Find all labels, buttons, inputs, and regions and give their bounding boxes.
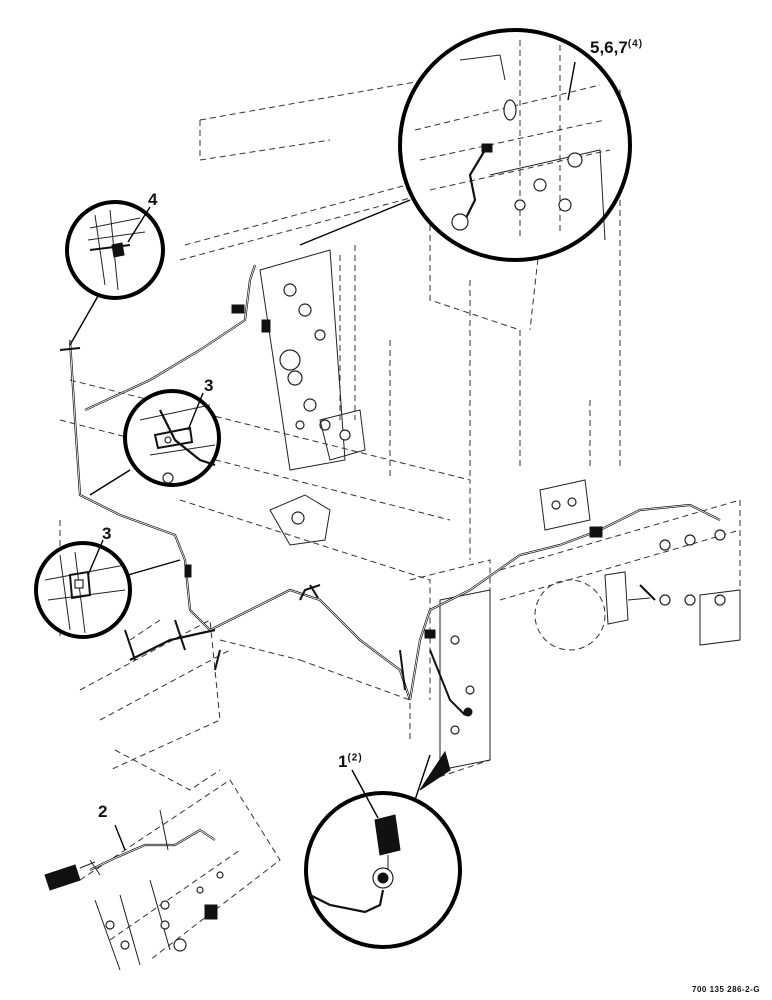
callout-3-upper-label: 3 <box>204 376 214 395</box>
bottom-left-assembly <box>44 779 281 971</box>
callout-3-middle-label: 3 <box>102 524 112 543</box>
callout-4: 4 <box>148 190 157 210</box>
detail-circle-1 <box>304 750 462 949</box>
detail-circle-567 <box>299 28 632 262</box>
left-plates <box>79 619 231 791</box>
detail-circle-4 <box>59 200 165 351</box>
drawing-id: 700 135 286-2-G <box>692 985 760 994</box>
wiring-harness <box>68 264 721 717</box>
bolts <box>124 584 656 661</box>
callout-1-label: 1 <box>338 752 348 771</box>
callout-5-6-7: 5,6,7(4) <box>590 38 643 58</box>
callout-2-label: 2 <box>98 802 108 821</box>
callout-3-upper: 3 <box>204 376 213 396</box>
callout-3-middle: 3 <box>102 524 111 544</box>
callout-4-label: 4 <box>148 190 158 209</box>
callout-5-6-7-qty: (4) <box>627 38 644 50</box>
mid-plate <box>259 249 366 471</box>
detail-circle-3-upper <box>89 389 221 496</box>
right-frame <box>409 479 741 781</box>
detail-circle-3-middle <box>34 539 181 639</box>
callout-5-6-7-label: 5,6,7 <box>590 38 628 57</box>
callout-2: 2 <box>98 802 107 822</box>
callout-1: 1(2) <box>338 752 363 772</box>
callout-1-qty: (2) <box>347 752 363 764</box>
